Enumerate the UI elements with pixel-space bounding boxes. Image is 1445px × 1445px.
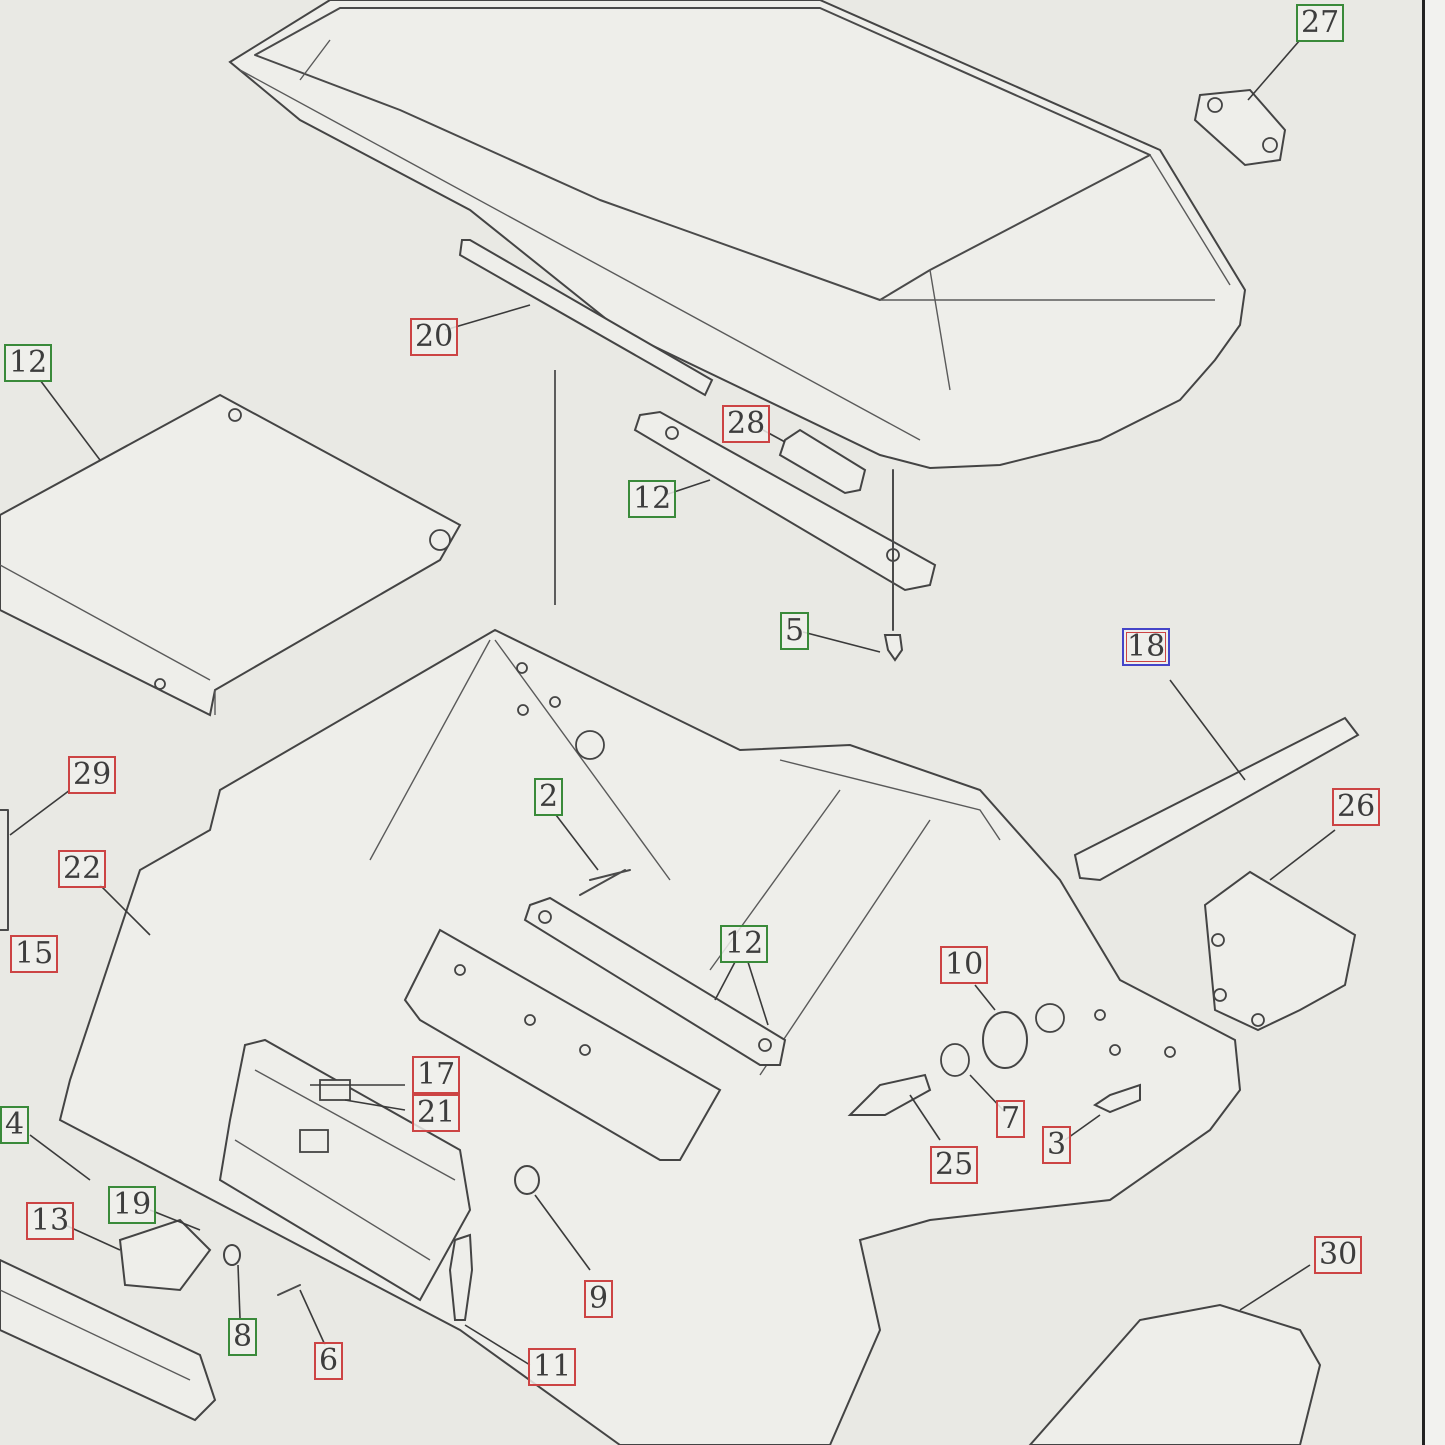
leaders-left [0,789,151,936]
spring-8 [223,1244,241,1319]
callout-13: 13 [26,1202,75,1240]
callout-11: 11 [528,1348,577,1386]
leader-4 [29,1134,91,1181]
callout-30: 30 [1314,1236,1363,1274]
nut-9 [514,1165,591,1271]
latch-13 [64,1218,212,1292]
bracket-27 [1193,39,1301,167]
panel-12-left [0,370,556,717]
cover-30 [1028,1264,1322,1445]
screen-edge [1422,0,1445,1445]
tray-bottom-left [0,1258,217,1422]
strip-20 [444,239,714,397]
callout-20: 20 [410,318,459,356]
callout-10: 10 [940,946,989,984]
callout-19: 19 [108,1186,157,1224]
screw-2 [555,814,631,896]
callout-27: 27 [1296,4,1345,42]
lever-11 [448,1233,531,1366]
callout-15: 15 [10,935,59,973]
callout-29: 29 [68,756,117,794]
callout-28: 28 [722,405,771,443]
callout-9: 9 [584,1280,614,1318]
leader-19 [149,1209,201,1231]
callout-17: 17 [412,1056,461,1094]
callout-6: 6 [314,1342,344,1380]
strip-18 [1073,679,1360,882]
callout-8: 8 [228,1318,258,1356]
washer-7 [940,1043,1004,1111]
callout-25: 25 [930,1146,979,1184]
callout-12: 12 [720,925,769,963]
callout-18: 18 [1122,628,1171,666]
latch-assembly [218,1038,472,1302]
callout-2: 2 [534,778,564,816]
rail-12-center [523,896,787,1066]
callout-4: 4 [0,1106,30,1144]
callout-22: 22 [58,850,107,888]
callout-5: 5 [780,612,810,650]
lid-part [228,0,1247,470]
knob-10 [974,984,1028,1069]
callout-12: 12 [4,344,53,382]
callout-26: 26 [1332,788,1381,826]
hinge-bar [403,928,722,1161]
screw-6 [277,1284,326,1346]
pin-25 [847,1073,941,1141]
bracket-26 [1203,829,1357,1032]
screw-5 [802,469,904,662]
callout-12: 12 [628,480,677,518]
callout-7: 7 [996,1100,1026,1138]
callout-3: 3 [1042,1126,1072,1164]
callout-21: 21 [412,1094,461,1132]
